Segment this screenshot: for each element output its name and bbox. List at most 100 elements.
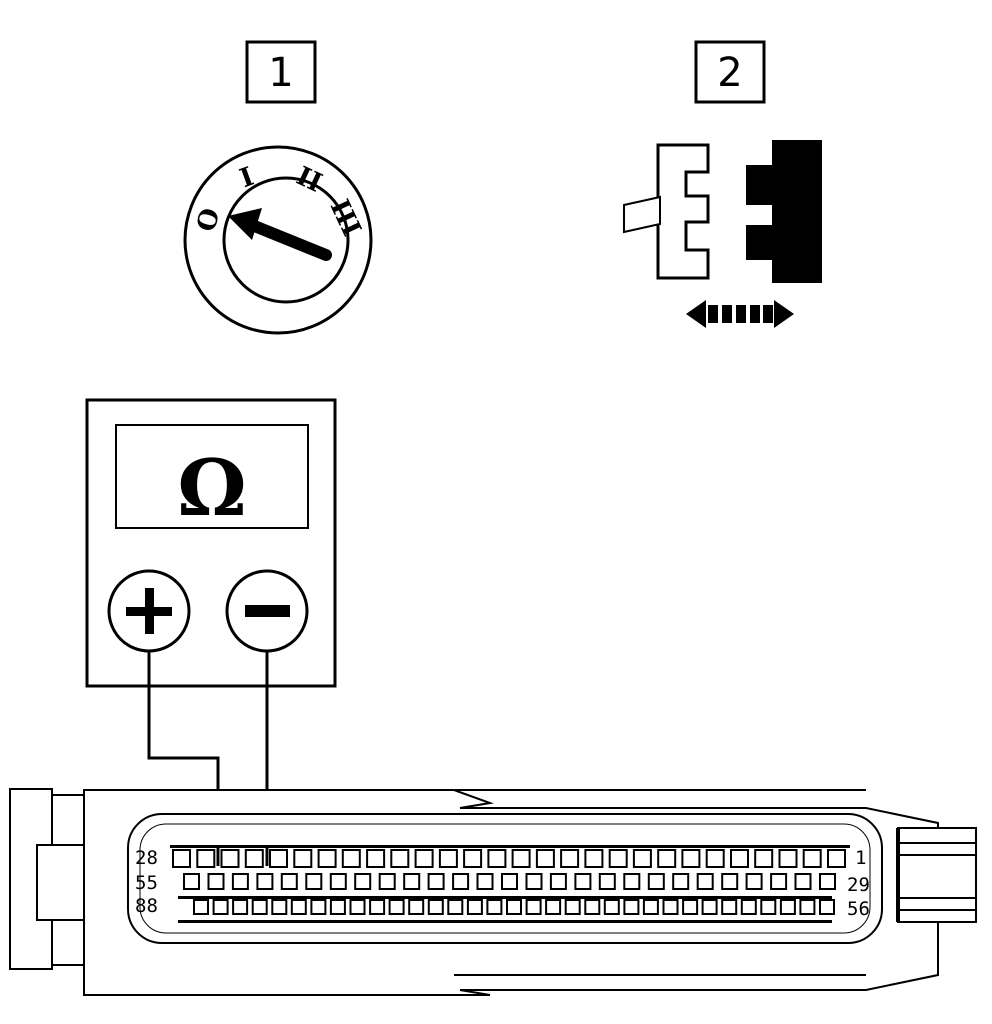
connector-pin [779, 899, 796, 915]
connector-pin [657, 849, 677, 868]
connector-pin [623, 873, 641, 890]
pin-label-88: 88 [135, 895, 158, 917]
connector-pin [730, 849, 749, 868]
connector-pin [290, 899, 307, 915]
connector-pin [681, 849, 701, 868]
connector-pin [212, 899, 229, 915]
minus-terminal [225, 569, 309, 653]
connector-pin [740, 899, 757, 915]
connector-pin [672, 873, 690, 890]
pin-label-29: 29 [847, 874, 870, 896]
connector-pin [220, 849, 240, 868]
connector-pin [721, 899, 738, 915]
ignition-switch-icon: O I II III [183, 145, 373, 335]
connector-pin [827, 849, 846, 868]
connector-disconnect-icon [623, 140, 822, 328]
connector-pin [269, 849, 288, 868]
connector-pin [427, 899, 444, 915]
connector-pin [476, 873, 494, 890]
pin-row-56-88 [193, 899, 835, 915]
connector-pin [193, 899, 209, 915]
connector-pin [574, 873, 592, 890]
connector-pin [280, 873, 298, 890]
connector-pin [745, 873, 763, 890]
connector-pin [463, 849, 483, 868]
connector-pin [662, 899, 679, 915]
connector-pin [794, 873, 812, 890]
step-1-number: 1 [268, 50, 293, 96]
plus-terminal [107, 569, 191, 653]
connector-pin [754, 849, 774, 868]
connector-pin [310, 899, 327, 915]
connector-pin [486, 899, 503, 915]
connector-pin [293, 849, 313, 868]
connector-pin [506, 899, 522, 915]
pin-label-1: 1 [855, 847, 866, 869]
connector-pin [696, 873, 714, 890]
connector-pin [341, 849, 361, 868]
connector-pin [349, 899, 366, 915]
connector-pin [721, 873, 739, 890]
connector-pin [760, 899, 777, 915]
connector-pin [682, 899, 699, 915]
connector-pin [778, 849, 798, 868]
connector-pin [632, 849, 652, 868]
connector-pin [452, 873, 470, 890]
connector-pin [545, 899, 562, 915]
connector-pin [501, 873, 518, 890]
connector-pin [354, 873, 372, 890]
connector-pin [369, 899, 386, 915]
connector-pin [549, 873, 567, 890]
connector-pin [403, 873, 421, 890]
connector-pin [256, 873, 274, 890]
connector-pin [799, 899, 816, 915]
connector-pin [598, 873, 616, 890]
pin-label-28: 28 [135, 847, 158, 869]
connector-pin [408, 899, 425, 915]
connector-pin [802, 849, 822, 868]
ohmmeter-icon: Ω [85, 398, 337, 688]
connector-pin [608, 849, 628, 868]
pin-row-1-28 [172, 849, 846, 868]
connector-pin [564, 899, 581, 915]
connector-pin [584, 899, 601, 915]
connector-pin [438, 849, 458, 868]
pin-label-56: 56 [847, 898, 870, 920]
connector-pin [701, 899, 718, 915]
connector-pin [819, 873, 836, 890]
step-2-number: 2 [717, 50, 742, 96]
connector-pin [511, 849, 531, 868]
connector-pin [329, 873, 347, 890]
pin-label-55: 55 [135, 872, 158, 894]
connector-pin [414, 849, 434, 868]
step-2-label: 2 [694, 40, 766, 104]
connector-pin [466, 899, 483, 915]
connector-pin [770, 873, 788, 890]
connector-pin [647, 873, 665, 890]
connector-pin [172, 849, 191, 868]
ohm-symbol: Ω [177, 443, 246, 534]
connector-pin [271, 899, 288, 915]
connector-pin [427, 873, 445, 890]
connector-pin [487, 849, 507, 868]
connector-pin [251, 899, 268, 915]
double-arrow-icon [686, 300, 794, 328]
connector-pin [305, 873, 323, 890]
connector-pin [329, 899, 346, 915]
connector-pin [232, 899, 249, 915]
connector-pin [584, 849, 604, 868]
connector-pin [231, 873, 249, 890]
connector-pin [819, 899, 835, 915]
connector-pin [447, 899, 464, 915]
connector-pin [390, 849, 410, 868]
connector-pin [317, 849, 337, 868]
connector-pin [705, 849, 725, 868]
pin-row-29-55 [183, 873, 836, 890]
connector-pin [366, 849, 386, 868]
connector-pin [525, 873, 543, 890]
connector-pin [244, 849, 264, 868]
connector-pin [525, 899, 542, 915]
connector-pin [388, 899, 405, 915]
connector-pin [535, 849, 555, 868]
